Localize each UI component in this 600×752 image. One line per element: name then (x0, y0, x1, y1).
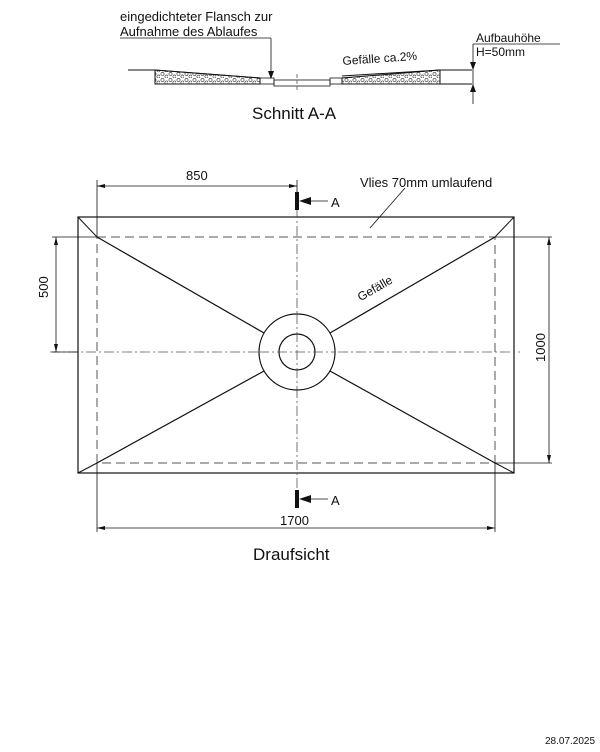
date-stamp: 28.07.2025 (545, 736, 596, 747)
flange-label-line2: Aufnahme des Ablaufes (120, 24, 258, 39)
gravel-fill-right (341, 69, 441, 85)
topview-title: Draufsicht (253, 545, 330, 564)
section-marker-top (295, 192, 328, 210)
height-label-line2: H=50mm (476, 45, 526, 59)
section-marker-bottom-label: A (331, 493, 340, 508)
fleece-label: Vlies 70mm umlaufend (360, 175, 493, 190)
dim-label-1700: 1700 (280, 513, 309, 528)
drain-body (273, 79, 331, 87)
top-view (50, 180, 552, 532)
slope-line (96, 370, 265, 464)
slope-line (329, 370, 496, 464)
fleece-border (96, 236, 496, 464)
height-label-line1: Aufbauhöhe (476, 31, 541, 45)
section-view (120, 37, 560, 104)
slope-line (96, 236, 265, 334)
flange-label-line1: eingedichteter Flansch zur (120, 9, 273, 24)
section-marker-top-label: A (331, 195, 340, 210)
dim-label-500: 500 (36, 276, 51, 298)
section-marker-bottom (295, 490, 328, 508)
dim-label-850: 850 (186, 168, 208, 183)
section-title: Schnitt A-A (252, 104, 337, 123)
dim-label-1000: 1000 (533, 333, 548, 362)
slope-line (329, 236, 496, 334)
tray-outline (77, 216, 515, 474)
